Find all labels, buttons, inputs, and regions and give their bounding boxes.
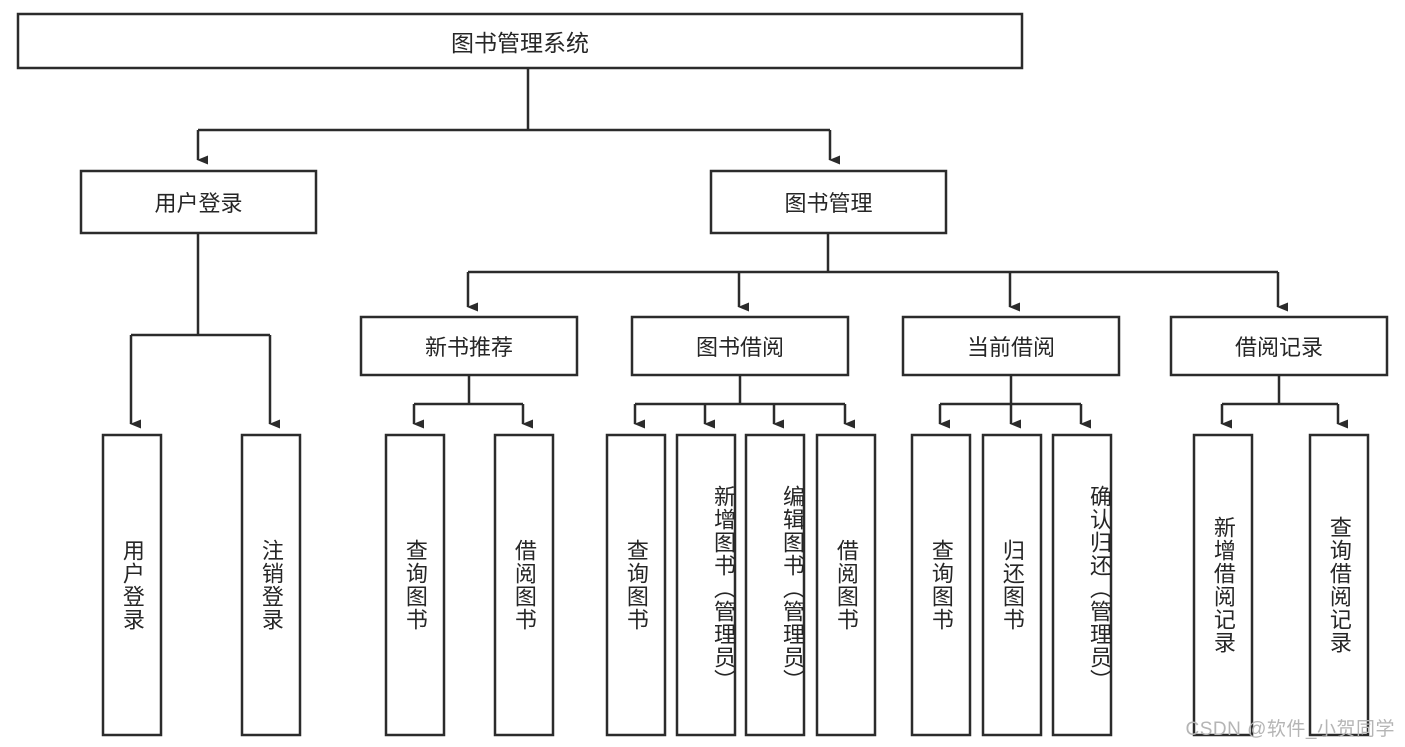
node-book-borrow-box[interactable]: [630, 315, 850, 377]
leaf-box-borrow-record-1[interactable]: [1308, 433, 1370, 737]
leaf-box-new-book-1[interactable]: [493, 433, 555, 737]
node-new-book-label: 新书推荐: [424, 335, 513, 360]
node-book-manage-box[interactable]: [709, 169, 948, 235]
leaf-box-book-borrow-0[interactable]: [605, 433, 667, 737]
leaf-box-book-borrow-3[interactable]: [815, 433, 877, 737]
node-current-borrow-box[interactable]: [901, 315, 1121, 377]
node-new-book-box[interactable]: [359, 315, 579, 377]
leaf-box-current-borrow-0[interactable]: [910, 433, 972, 737]
watermark-label: CSDN @软件_小贺同学: [1185, 719, 1395, 740]
node-root-box[interactable]: [16, 12, 1024, 70]
leaf-box-current-borrow-1[interactable]: [981, 433, 1043, 737]
leaf-box-user-login-0[interactable]: [101, 433, 163, 737]
node-borrow-record-label: 借阅记录: [1234, 335, 1323, 360]
node-user-login-label: 用户登录: [154, 191, 243, 216]
leaf-box-book-borrow-2[interactable]: [744, 433, 806, 737]
leaf-box-book-borrow-1[interactable]: [675, 433, 737, 737]
node-root-label: 图书管理系统: [451, 30, 589, 56]
node-borrow-record-box[interactable]: [1169, 315, 1389, 377]
node-current-borrow-label: 当前借阅: [966, 335, 1055, 360]
node-book-borrow-label: 图书借阅: [695, 335, 784, 360]
leaf-box-user-login-1[interactable]: [240, 433, 302, 737]
leaf-box-borrow-record-0[interactable]: [1192, 433, 1254, 737]
leaf-box-current-borrow-2[interactable]: [1051, 433, 1113, 737]
leaf-box-new-book-0[interactable]: [384, 433, 446, 737]
node-book-manage-label: 图书管理: [784, 191, 873, 216]
